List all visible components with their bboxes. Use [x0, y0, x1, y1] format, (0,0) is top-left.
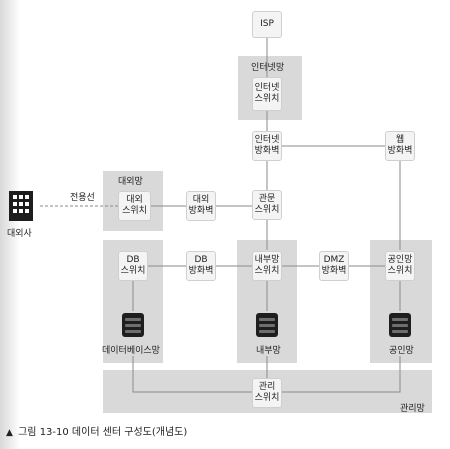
zone-management-label: 관리망 [400, 404, 425, 414]
external-org-label: 대외사 [7, 229, 32, 239]
figure-caption: ▲ 그림 13-10 데이터 센터 구성도(개념도) [6, 423, 187, 438]
caption-text: 그림 13-10 데이터 센터 구성도(개념도) [18, 427, 188, 438]
zone-external-label: 대외망 [118, 177, 143, 187]
leased-line-label: 전용선 [70, 193, 95, 203]
internal-switch-node: 내부망 스위치 [252, 251, 282, 281]
caption-triangle-icon: ▲ [6, 428, 13, 438]
internet-switch-node: 인터넷 스위치 [252, 77, 282, 111]
database-net-label: 데이터베이스망 [102, 346, 160, 356]
web-firewall-node: 웹 방화벽 [385, 131, 415, 161]
link-db-mgmt [132, 356, 252, 393]
internal-net-label: 내부망 [256, 346, 281, 356]
external-firewall-node: 대외 방화벽 [186, 191, 216, 221]
database-server-icon [122, 313, 144, 337]
internet-firewall-node: 인터넷 방화벽 [252, 131, 282, 161]
page-edge-shading [0, 0, 20, 449]
public-switch-node: 공인망 스위치 [385, 251, 415, 281]
dmz-firewall-node: DMZ 방화벽 [319, 251, 349, 281]
public-net-label: 공인망 [389, 346, 414, 356]
zone-internet-label: 인터넷망 [251, 63, 285, 73]
db-switch-node: DB 스위치 [118, 251, 148, 281]
internal-server-icon [256, 313, 278, 337]
gateway-switch-node: 관문 스위치 [252, 190, 282, 220]
isp-node: ISP [252, 11, 282, 38]
public-server-icon [389, 313, 411, 337]
link-public-mgmt [282, 356, 401, 393]
db-firewall-node: DB 방화벽 [186, 251, 216, 281]
mgmt-switch-node: 관리 스위치 [252, 378, 282, 408]
external-switch-node: 대외 스위치 [118, 191, 151, 221]
building-icon [9, 191, 33, 221]
